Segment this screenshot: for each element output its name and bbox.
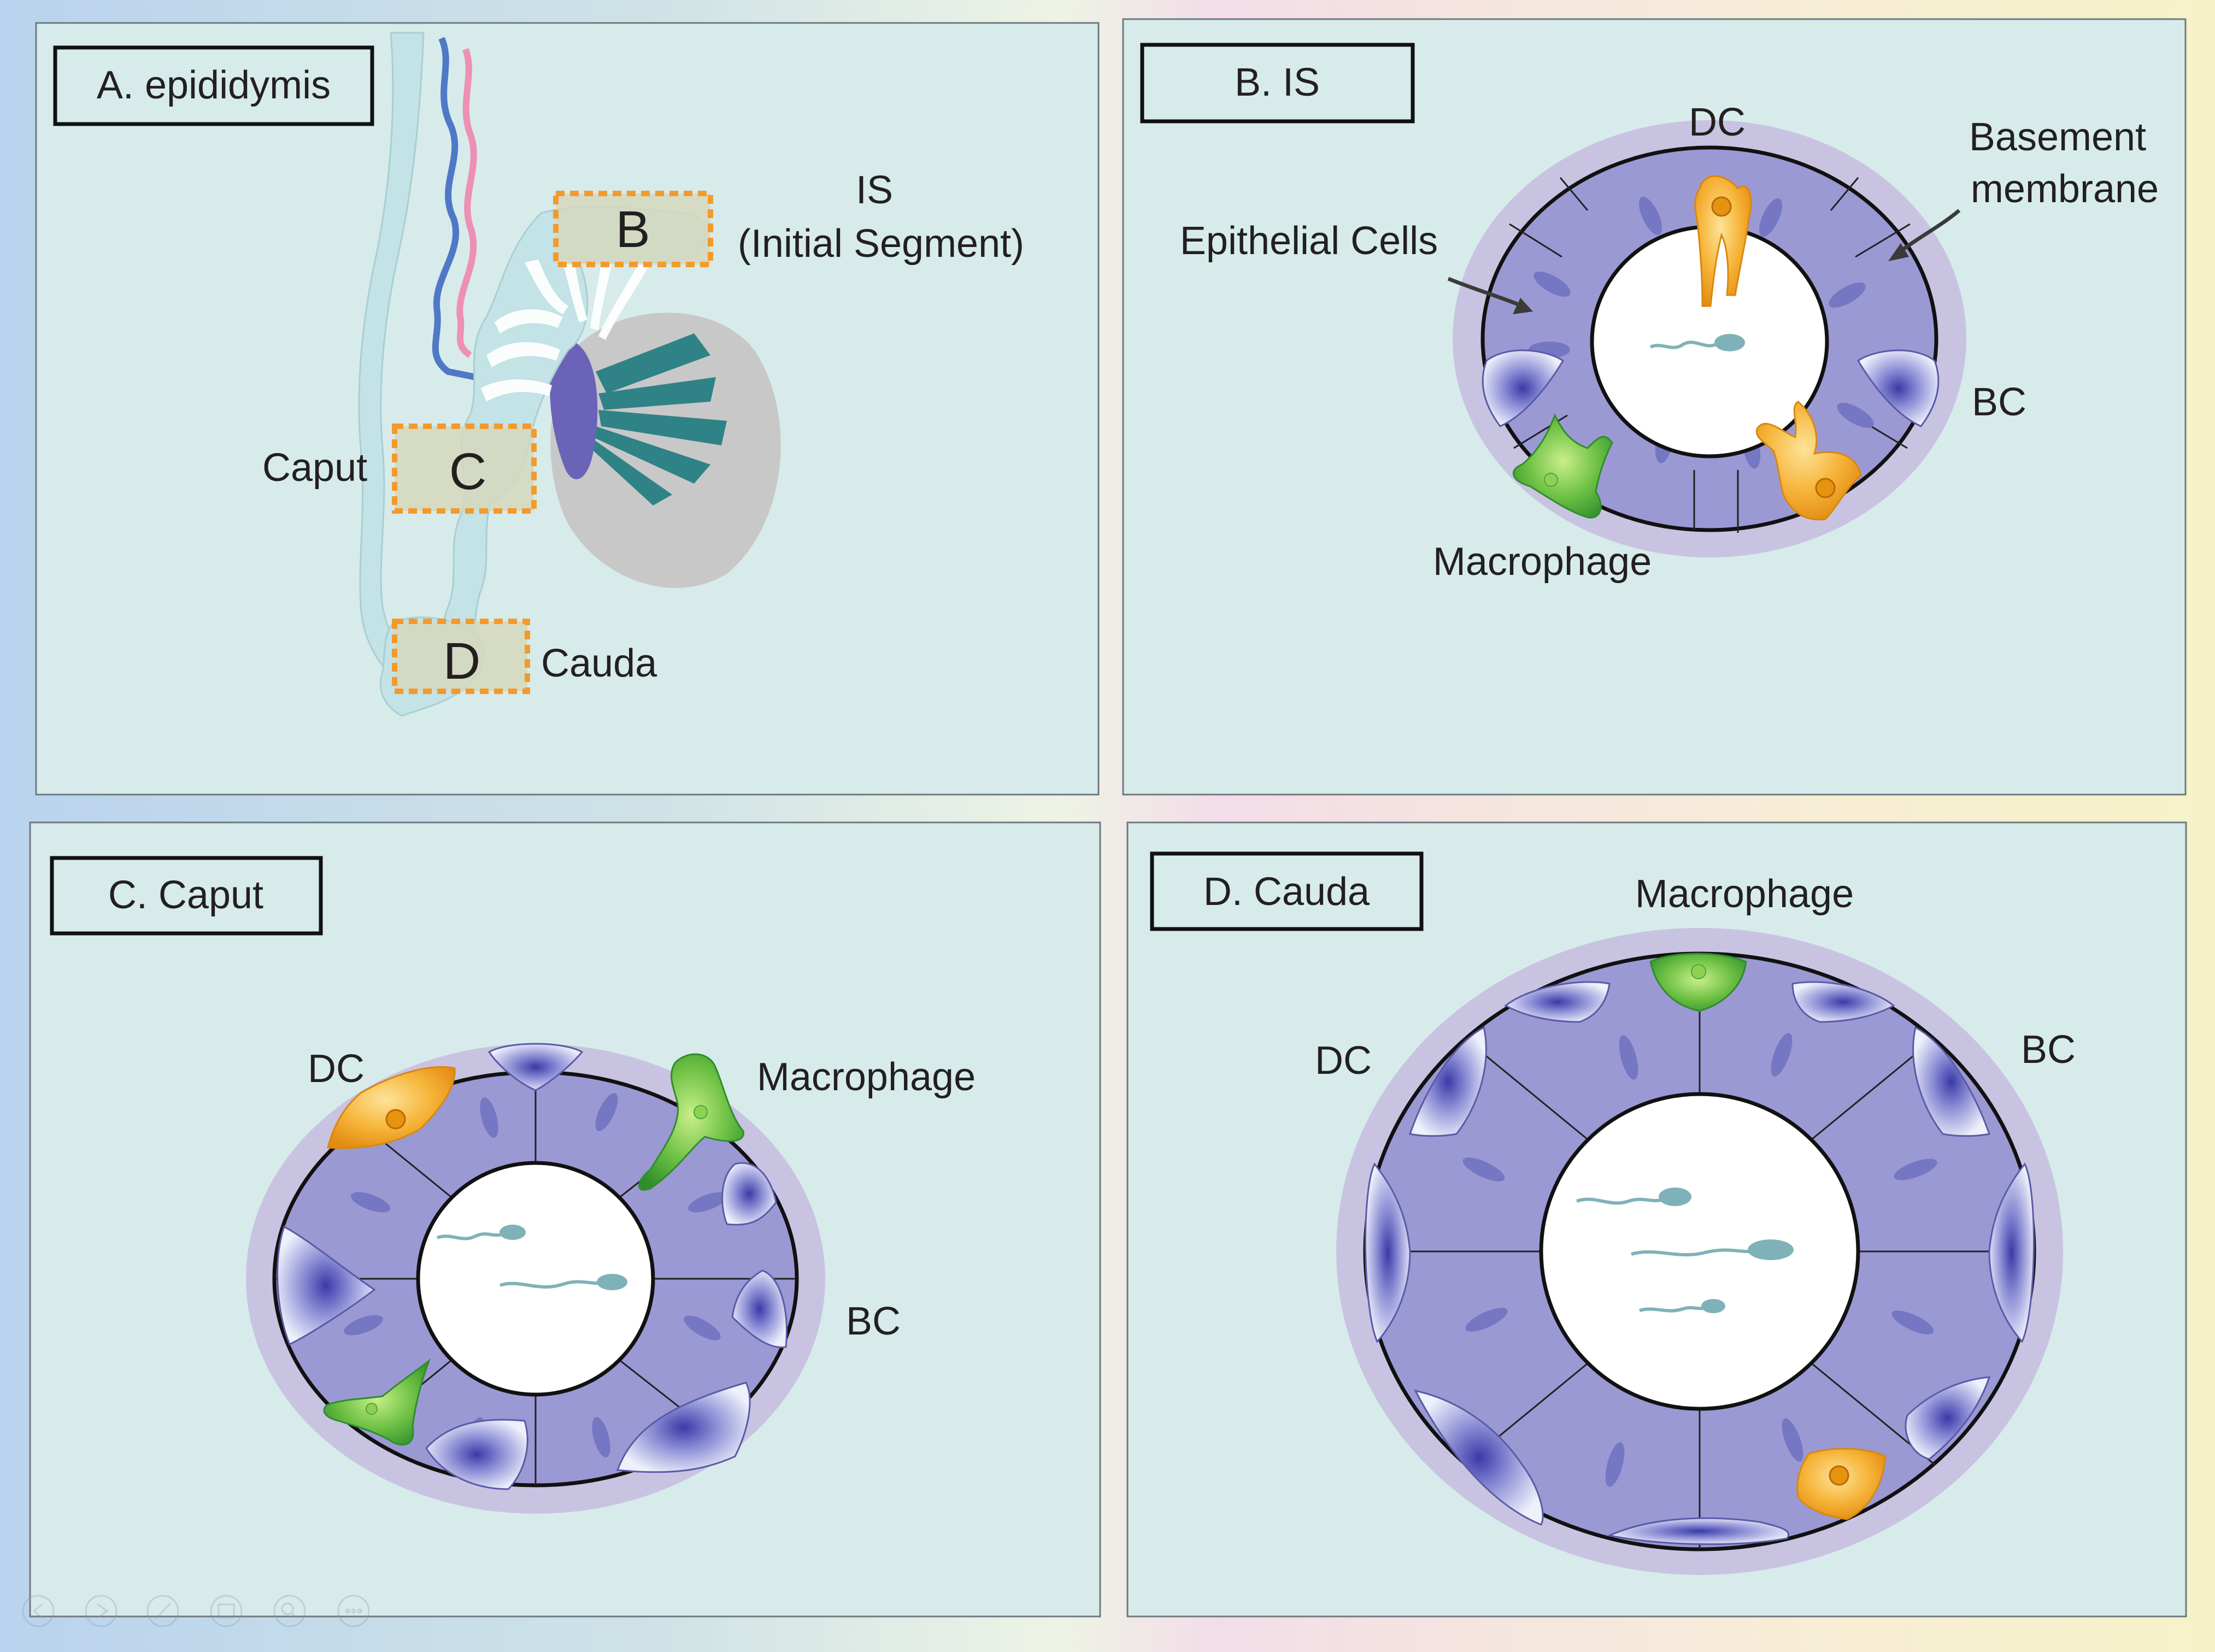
rete-testis — [550, 338, 598, 479]
macrophage-cell — [638, 1053, 744, 1191]
bc-label: BC — [2021, 1028, 2076, 1072]
zoom-icon[interactable] — [273, 1595, 306, 1627]
epithelial-cells-label: Epithelial Cells — [1180, 219, 1438, 263]
testicular-artery — [456, 48, 477, 358]
panel-c-caput: C. Caput — [29, 821, 1101, 1618]
dc-label: DC — [308, 1047, 365, 1091]
slides-icon[interactable] — [210, 1595, 243, 1627]
basal-cell — [1856, 349, 1940, 427]
sperm-icon — [1639, 1299, 1725, 1313]
macrophage-cell — [1649, 953, 1747, 1012]
sperm-icon — [436, 1225, 526, 1241]
basal-cell — [1365, 1162, 1411, 1343]
panel-b-initial-segment: B. IS — [1122, 18, 2187, 796]
bc-label: BC — [846, 1300, 901, 1343]
panel-a-epididymis: A. epididymis — [35, 22, 1100, 796]
prev-icon[interactable] — [22, 1595, 55, 1627]
epithelial-nuclei — [1462, 1033, 1937, 1487]
is-sublabel: (Initial Segment) — [738, 222, 1024, 266]
basal-cell — [1905, 1376, 1991, 1460]
panel-d-title: D. Cauda — [1203, 870, 1370, 914]
play-icon[interactable] — [85, 1595, 117, 1627]
cauda-label: Cauda — [541, 642, 657, 685]
region-box-b — [553, 191, 713, 267]
sperm-icon — [1649, 334, 1745, 351]
basal-cell — [277, 1225, 376, 1346]
testicular-vein — [432, 37, 477, 380]
panel-c-title: C. Caput — [108, 873, 263, 917]
lumen — [1539, 1092, 1860, 1411]
sperm-icon — [1631, 1239, 1794, 1260]
dendritic-cell-nucleus — [1829, 1465, 1849, 1486]
macrophage-nucleus — [1691, 964, 1706, 979]
basal-cell — [1607, 1517, 1789, 1545]
basal-cell — [1482, 349, 1565, 427]
pen-icon[interactable] — [146, 1595, 179, 1627]
region-box-c-label: C — [449, 443, 487, 501]
macrophage-label: Macrophage — [1635, 872, 1854, 916]
basal-cell — [1414, 1389, 1544, 1526]
basal-cell — [721, 1162, 777, 1226]
dendritic-cell-nucleus — [385, 1109, 406, 1130]
macrophage-cell — [1512, 413, 1613, 519]
region-box-d — [392, 619, 530, 694]
macrophage-nucleus — [366, 1403, 378, 1415]
dendritic-cell — [1694, 175, 1752, 307]
macrophage-nucleus — [1544, 473, 1558, 487]
basal-cell — [1988, 1162, 2035, 1343]
dc-label: DC — [1315, 1039, 1372, 1083]
seminiferous-tubules — [587, 333, 727, 505]
panel-b-title: B. IS — [1235, 61, 1320, 104]
epithelial-cells-arrow — [1447, 277, 1523, 308]
sperm-icon — [500, 1274, 627, 1290]
more-icon[interactable] — [337, 1595, 370, 1627]
efferent-ducts — [481, 260, 650, 402]
epithelial-cells-arrowhead — [1513, 298, 1533, 314]
basal-cell — [1504, 981, 1611, 1023]
lumen — [416, 1161, 655, 1397]
is-label: IS — [856, 168, 893, 212]
basement-membrane-arrowhead — [1888, 243, 1909, 261]
dendritic-cell — [327, 1066, 456, 1149]
dendritic-cell-nucleus — [1815, 478, 1836, 498]
panel-d-title-box — [1150, 851, 1424, 931]
macrophage-cell — [323, 1358, 431, 1446]
region-box-c — [392, 424, 537, 514]
caput-label: Caput — [262, 446, 367, 490]
macrophage-label: Macrophage — [1433, 540, 1652, 584]
panel-c-title-box — [50, 856, 323, 936]
basal-cell — [731, 1269, 788, 1349]
panel-a-title: A. epididymis — [97, 63, 331, 107]
presentation-toolbar — [22, 1595, 370, 1627]
sperm-icon — [1576, 1187, 1691, 1206]
panel-a-title-box — [53, 45, 374, 126]
basal-cell — [487, 1043, 584, 1091]
bc-label: BC — [1972, 380, 2026, 424]
panel-d-cauda: D. Cauda — [1126, 821, 2187, 1618]
basal-cell — [425, 1419, 528, 1490]
panel-b-title-box — [1140, 43, 1415, 124]
macrophage-nucleus — [694, 1105, 708, 1119]
region-box-b-label: B — [615, 201, 650, 258]
basal-cell — [1791, 981, 1895, 1023]
basal-cell — [1912, 1026, 1990, 1137]
basement-membrane-label-line1: Basement — [1969, 115, 2146, 159]
macrophage-label: Macrophage — [757, 1055, 976, 1099]
region-box-d-label: D — [443, 632, 481, 690]
basal-cell — [1409, 1026, 1487, 1137]
dendritic-cell-nucleus — [1711, 196, 1732, 217]
dc-label: DC — [1689, 101, 1746, 144]
basal-cell — [616, 1381, 751, 1473]
basement-membrane-label-line2: membrane — [1971, 167, 2159, 211]
